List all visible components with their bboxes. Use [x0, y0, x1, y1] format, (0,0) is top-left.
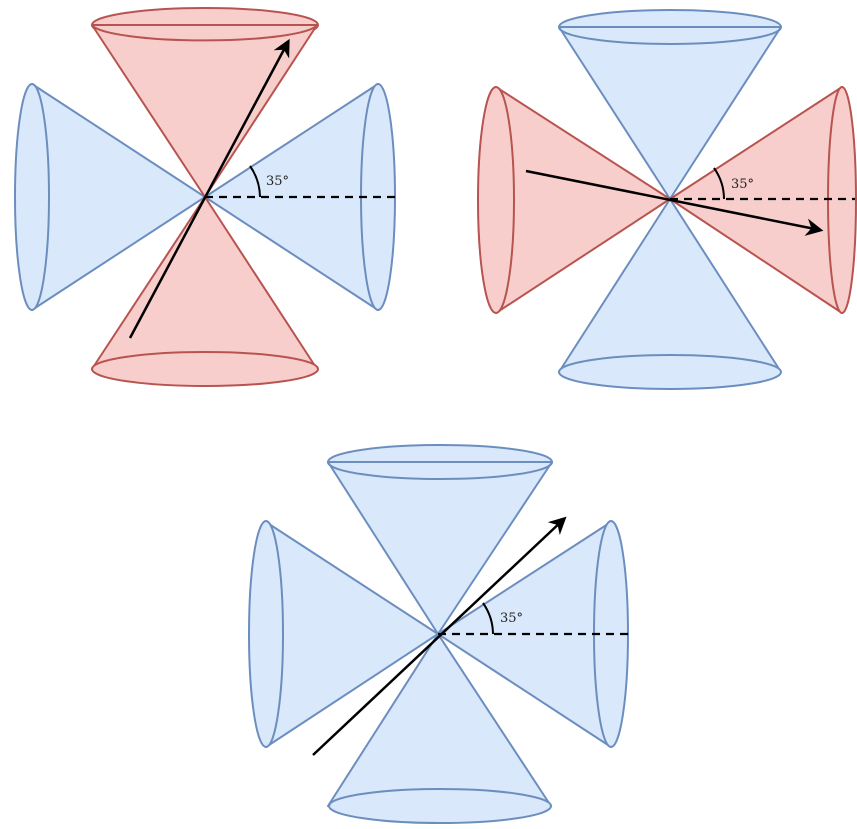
cone-bottom	[91, 196, 319, 387]
cone-left	[477, 86, 671, 314]
cone-top	[91, 7, 319, 198]
angle-label: 35°	[500, 611, 523, 626]
cone-bottom	[327, 633, 552, 824]
direction-arrow	[525, 169, 824, 236]
cone-top	[327, 444, 553, 635]
cone-top	[558, 9, 782, 200]
angle-arc	[713, 167, 725, 200]
direction-arrow	[128, 38, 290, 339]
angle-arc	[482, 602, 494, 635]
panel-3: 35°	[248, 444, 633, 824]
angle-label: 35°	[731, 177, 754, 192]
direction-arrow	[312, 516, 567, 756]
cone-left	[248, 520, 439, 748]
panel-1: 35°	[14, 7, 398, 387]
angle-label: 35°	[266, 174, 289, 189]
panel-2: 35°	[477, 9, 857, 390]
cone-bottom	[558, 198, 782, 390]
cone-left	[14, 83, 206, 311]
angle-arc	[249, 165, 261, 198]
